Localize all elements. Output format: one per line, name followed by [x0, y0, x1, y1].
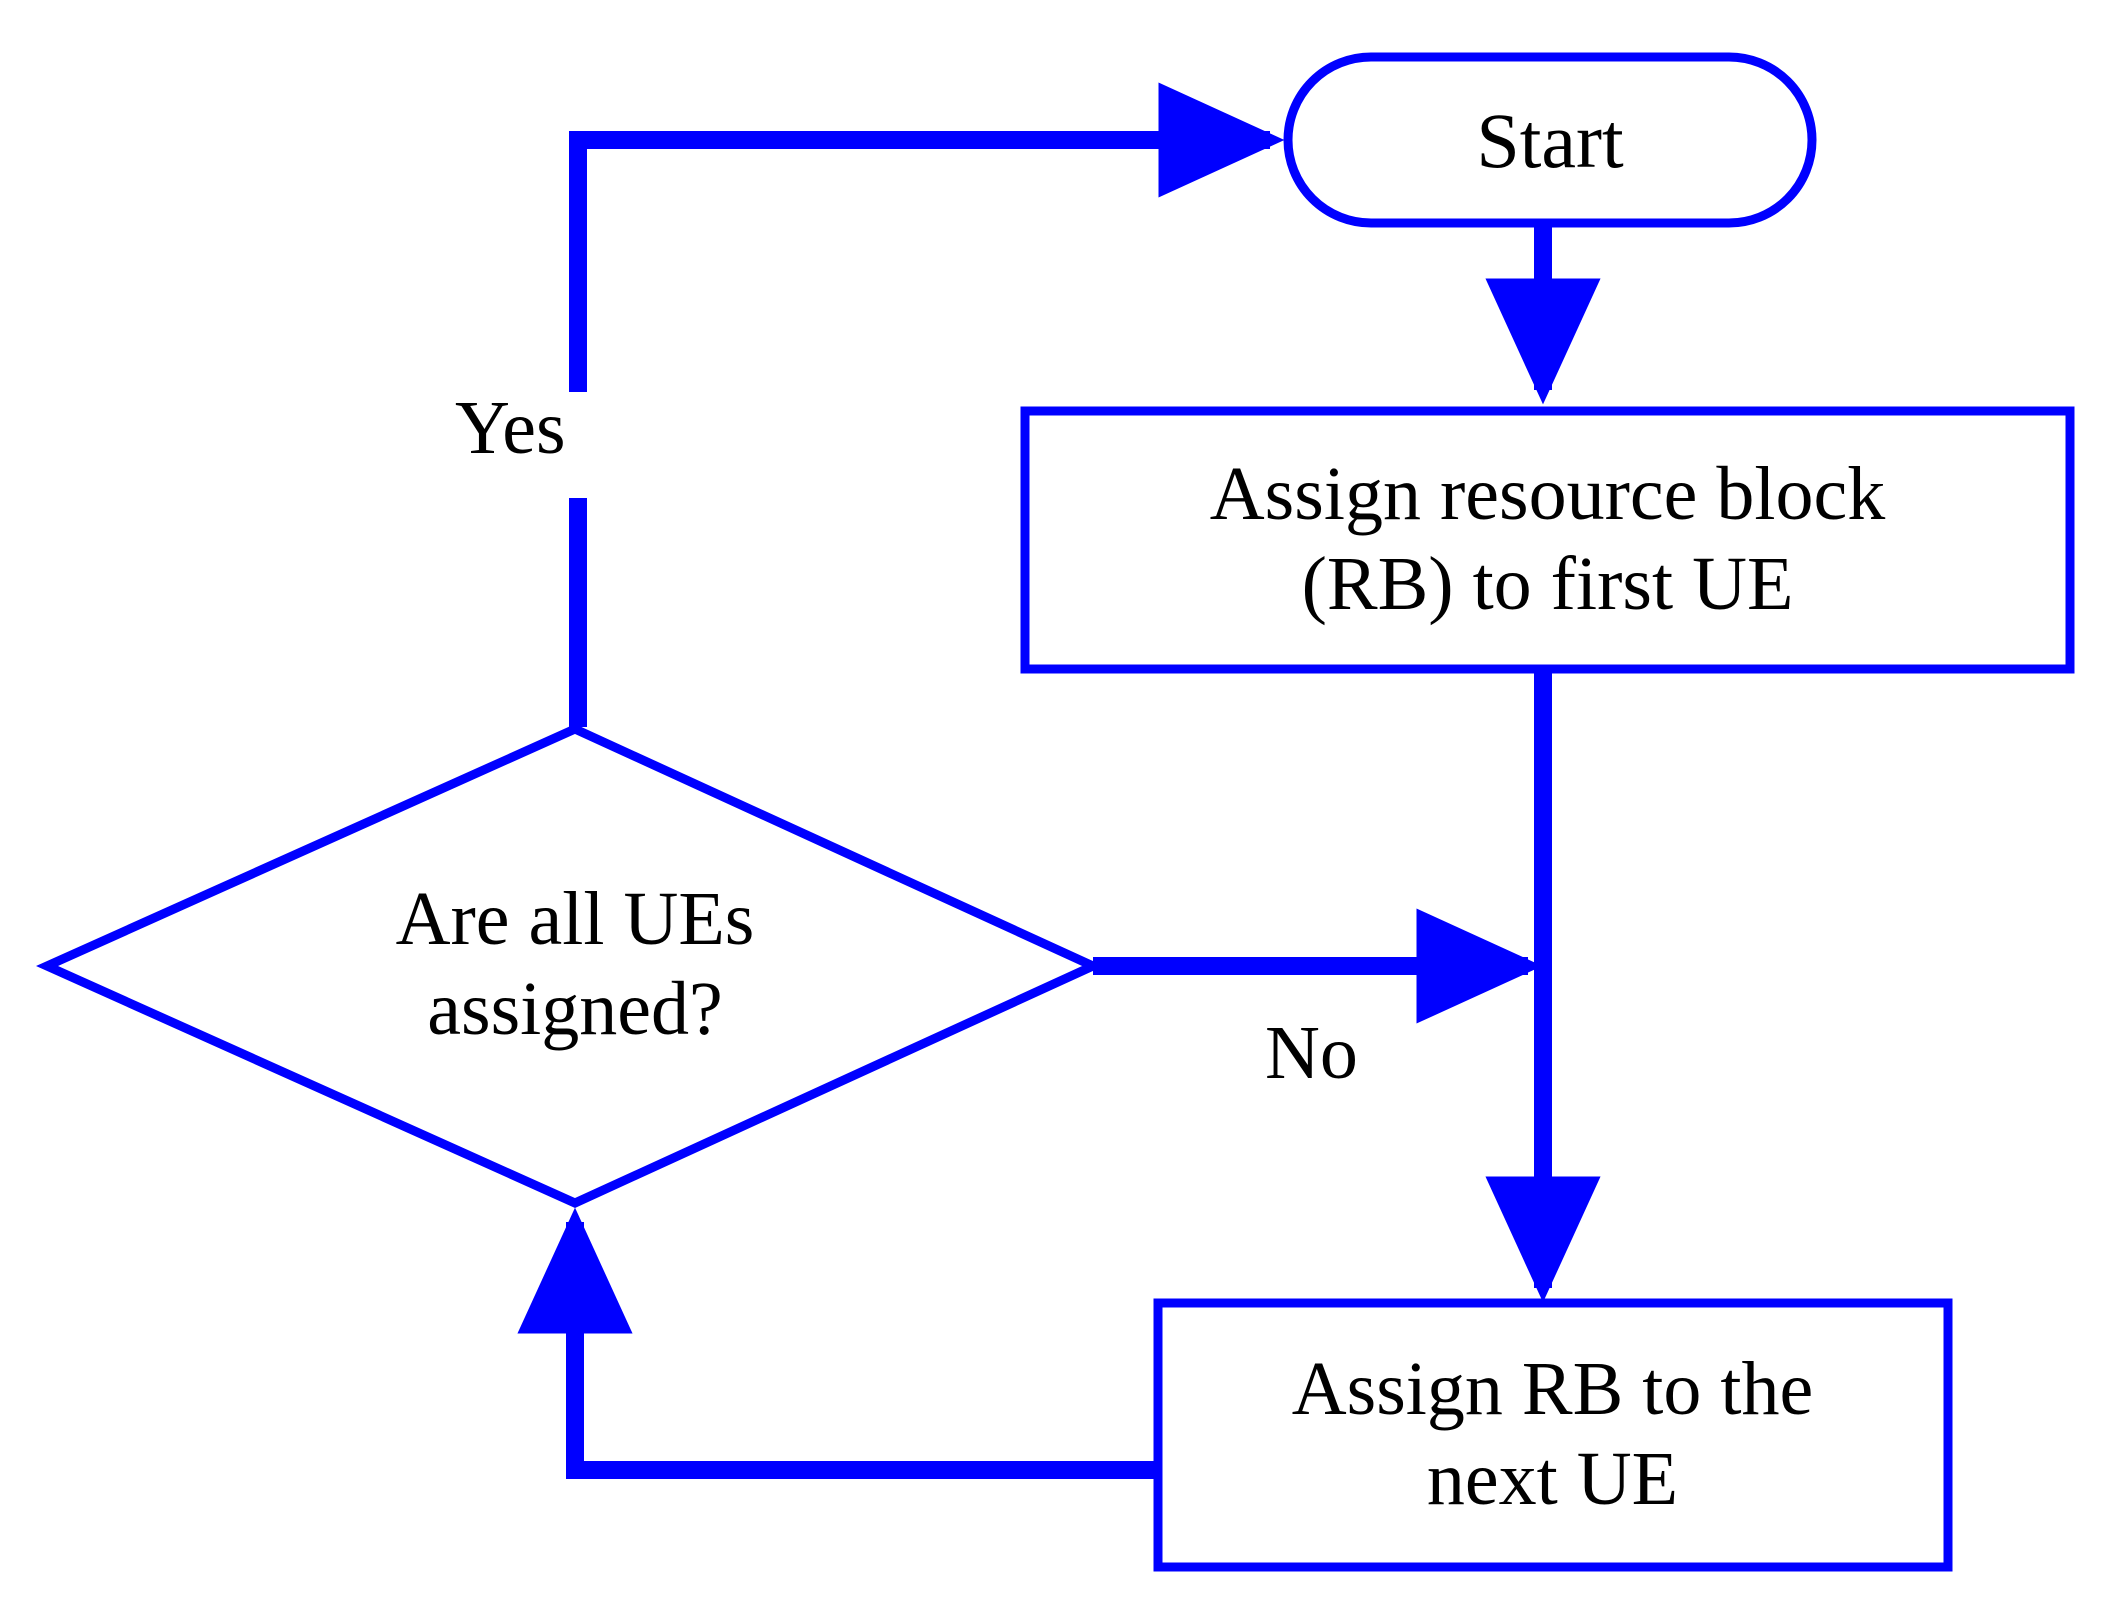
- edge-label-no: No: [1265, 1011, 1358, 1095]
- edge-decision-yes-upper: [569, 82, 1285, 392]
- node-decision-shape: [36, 724, 1104, 1208]
- node-start-shape: [1283, 52, 1817, 228]
- edge-label-yes: Yes: [455, 386, 566, 470]
- node-assign-first-shape: [1020, 406, 2075, 674]
- node-assign-next-shape: [1153, 1298, 1953, 1572]
- edge-loop-back: [517, 1207, 1158, 1479]
